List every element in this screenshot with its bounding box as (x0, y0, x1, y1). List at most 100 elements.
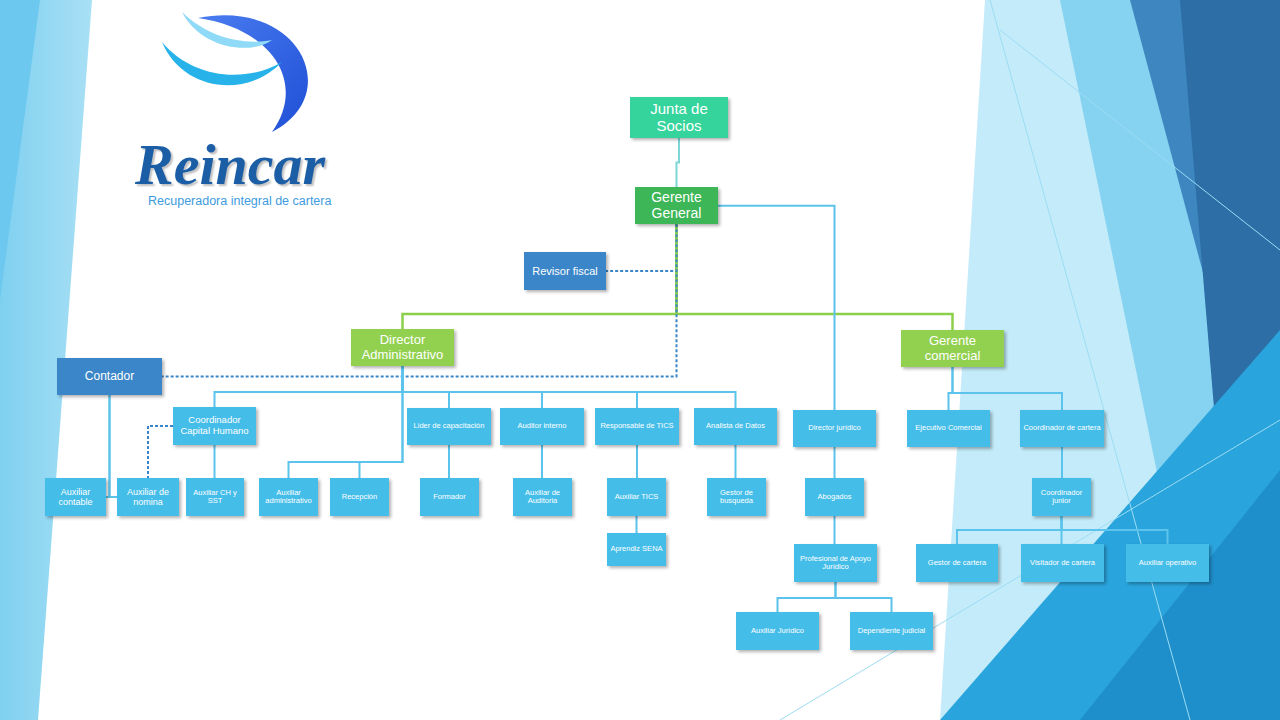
box-text: Auxiliar contable (48, 487, 103, 507)
box-text: Auxiliar CH y SST (189, 489, 241, 506)
org-box: Formador (420, 478, 479, 516)
connector (606, 224, 677, 271)
connector (953, 367, 1063, 410)
left-band-shade (0, 0, 40, 300)
box-text: Recepción (342, 493, 377, 501)
org-box: Auxiliar Jurídico (736, 612, 819, 650)
connector (735, 445, 737, 478)
org-box: Auxiliar de nomina (117, 478, 179, 516)
box-text: Dependiente judicial (858, 627, 926, 635)
box-text: Auxiliar de nomina (120, 487, 176, 507)
deco-line (780, 420, 1280, 720)
org-box: Dependiente judicial (850, 612, 933, 650)
box-text: Profesional de Apoyo Jurídico (797, 555, 874, 572)
connector (403, 366, 450, 408)
box-text: Coordinador junior (1035, 489, 1088, 506)
org-box: Coordinador Capital Humano (173, 407, 256, 445)
org-box: Visitador de cartera (1021, 544, 1104, 582)
logo-wordmark: Reincar (135, 136, 325, 194)
org-box: Auxiliar de Auditoria (513, 478, 572, 516)
org-box: Gerente comercial (901, 330, 1004, 367)
connector (148, 426, 173, 478)
connector (834, 516, 836, 544)
box-text: Formador (433, 493, 466, 501)
connector (636, 516, 638, 533)
connector (677, 138, 680, 187)
org-box: Coordinador de cartera (1020, 410, 1104, 447)
connector (448, 445, 450, 478)
connector (636, 445, 638, 478)
connector (110, 395, 118, 497)
org-box: Auditor interno (500, 408, 584, 445)
deco-line (1000, 30, 1280, 250)
org-box: Auxiliar operativo (1126, 544, 1209, 582)
org-box: Gestor de busqueda (707, 478, 766, 516)
connector (162, 224, 677, 376)
connector (403, 224, 677, 329)
org-box: Abogados (805, 478, 864, 516)
connector (836, 582, 892, 612)
connector (403, 366, 638, 408)
org-box: Auxiliar CH y SST (186, 478, 244, 516)
org-box: Ejecutivo Comercial (907, 410, 990, 447)
connector (677, 224, 953, 330)
org-box: Gerente General (635, 187, 718, 224)
connector (834, 447, 836, 478)
connector (1062, 516, 1168, 544)
connector (778, 582, 836, 612)
connector (541, 445, 543, 478)
org-box: Revisor fiscal (524, 252, 606, 290)
logo-swoosh (162, 42, 282, 85)
org-box: Director Administrativo (351, 329, 454, 366)
box-text: Gestor de cartera (928, 559, 986, 567)
org-box: Aprendiz SENA (607, 533, 666, 566)
connector (403, 366, 543, 408)
box-text: Gerente General (638, 190, 715, 221)
org-box: Auxiliar contable (45, 478, 106, 516)
org-box: Contador (57, 358, 162, 395)
box-text: Director Administrativo (354, 333, 451, 362)
box-text: Aprendiz SENA (610, 545, 662, 553)
box-text: Contador (85, 370, 134, 383)
connector (1061, 447, 1063, 478)
box-text: Revisor fiscal (532, 265, 597, 277)
org-box: Junta de Socios (630, 97, 728, 138)
org-box: Auxiliar administrativo (259, 478, 318, 516)
org-box: Lider de capacitación (407, 408, 491, 445)
connector (360, 366, 403, 478)
box-text: Auxiliar Jurídico (751, 627, 804, 635)
connector (289, 366, 403, 478)
box-text: Ejecutivo Comercial (915, 424, 981, 432)
org-box: Coordinador junior (1032, 478, 1091, 516)
org-box: Responsable de TICS (595, 408, 679, 445)
box-text: Abogados (818, 493, 852, 501)
box-text: Auxiliar operativo (1139, 559, 1197, 567)
org-box: Recepción (330, 478, 389, 516)
box-text: Coordinador Capital Humano (176, 415, 253, 436)
right-band (940, 330, 1280, 720)
box-text: Auxiliar de Auditoria (516, 489, 569, 506)
org-box: Profesional de Apoyo Jurídico (794, 544, 877, 582)
box-text: Responsable de TICS (600, 422, 673, 430)
box-text: Auditor interno (518, 422, 567, 430)
connector (214, 445, 216, 478)
connector (718, 206, 835, 410)
box-text: Visitador de cartera (1030, 559, 1095, 567)
box-text: Gerente comercial (904, 334, 1001, 363)
box-text: Lider de capacitación (414, 422, 485, 430)
box-text: Auxiliar TICS (615, 493, 659, 501)
logo-swoosh (182, 12, 272, 48)
org-box: Director jurídico (793, 410, 876, 447)
connector (957, 516, 1062, 544)
org-box: Gestor de cartera (916, 544, 998, 582)
connector (403, 366, 736, 408)
box-text: Coordinador de cartera (1023, 424, 1100, 432)
org-box: Auxiliar TICS (607, 478, 666, 516)
box-text: Auxiliar administrativo (262, 489, 315, 506)
logo-tagline: Recuperadora integral de cartera (148, 195, 331, 208)
deco-line (990, 0, 1190, 720)
org-box: Analista de Datos (694, 408, 777, 445)
box-text: Director jurídico (808, 424, 861, 432)
